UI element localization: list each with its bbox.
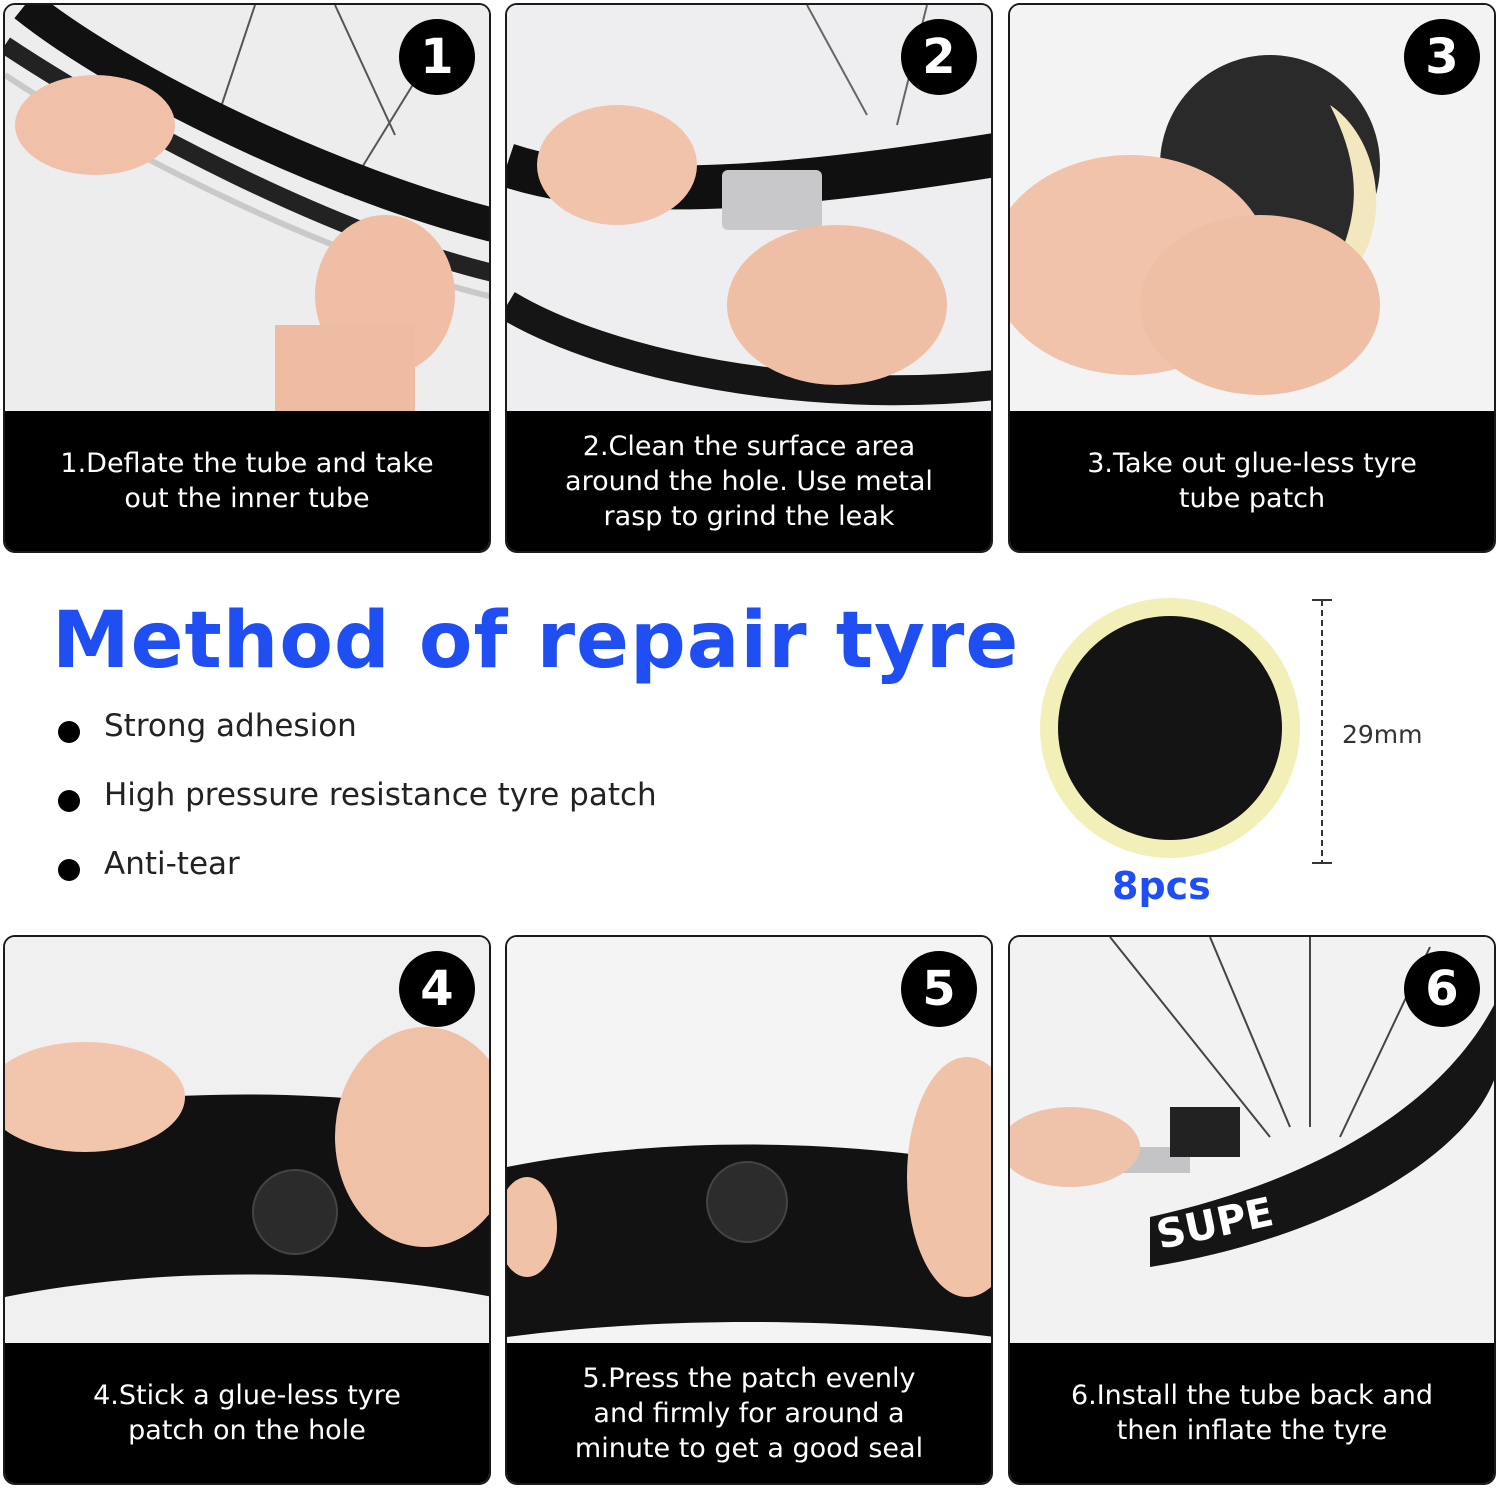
bullet-icon — [58, 859, 80, 881]
patch-illustration — [1030, 585, 1450, 915]
feature-item: Anti-tear — [56, 838, 657, 907]
page-title: Method of repair tyre — [52, 596, 1020, 686]
step-6-photo: SUPE — [1010, 937, 1494, 1347]
patch-quantity: 8pcs — [1112, 864, 1211, 908]
patch-size-label: 29mm — [1342, 720, 1423, 749]
step-caption: 4.Stick a glue-less tyre patch on the ho… — [5, 1343, 489, 1483]
step-caption: 3.Take out glue-less tyre tube patch — [1010, 411, 1494, 551]
step-card-4: 4 4.Stick a glue-less tyre patch on the … — [3, 935, 491, 1485]
step-number-badge: 4 — [399, 951, 475, 1027]
step-caption: 1.Deflate the tube and take out the inne… — [5, 411, 489, 551]
step-number-badge: 2 — [901, 19, 977, 95]
step-number-badge: 1 — [399, 19, 475, 95]
feature-list: Strong adhesion High pressure resistance… — [56, 700, 657, 907]
step-card-6: SUPE 6 6.Install the tube back and then … — [1008, 935, 1496, 1485]
step-card-5: 5 5.Press the patch evenly and firmly fo… — [505, 935, 993, 1485]
bullet-icon — [58, 721, 80, 743]
step-card-2: 2 2.Clean the surface area around the ho… — [505, 3, 993, 553]
step-2-photo — [507, 5, 991, 415]
step-number-badge: 3 — [1404, 19, 1480, 95]
step-caption: 5.Press the patch evenly and firmly for … — [507, 1343, 991, 1483]
step-card-3: 3 3.Take out glue-less tyre tube patch — [1008, 3, 1496, 553]
feature-item: High pressure resistance tyre patch — [56, 769, 657, 838]
step-card-1: 1 1.Deflate the tube and take out the in… — [3, 3, 491, 553]
step-number-badge: 6 — [1404, 951, 1480, 1027]
feature-item: Strong adhesion — [56, 700, 657, 769]
step-3-photo — [1010, 5, 1494, 415]
step-caption: 6.Install the tube back and then inflate… — [1010, 1343, 1494, 1483]
step-caption: 2.Clean the surface area around the hole… — [507, 411, 991, 551]
step-4-photo — [5, 937, 489, 1347]
step-number-badge: 5 — [901, 951, 977, 1027]
bullet-icon — [58, 790, 80, 812]
